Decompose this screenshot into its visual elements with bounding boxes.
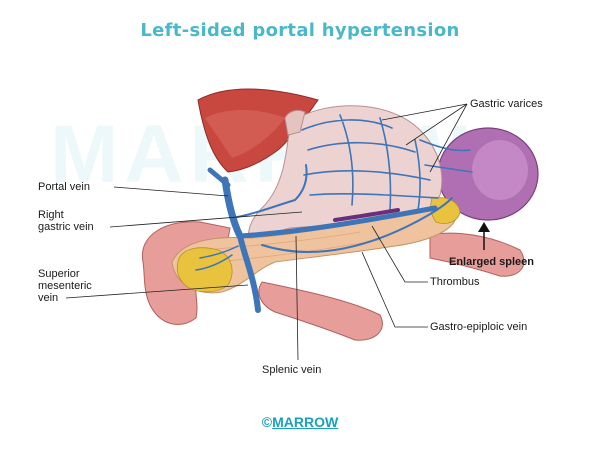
leader-right-gastric-vein bbox=[109, 211, 303, 228]
figure-title: Left-sided portal hypertension bbox=[140, 20, 460, 41]
esophagus bbox=[284, 109, 306, 136]
label-right-gastric-vein-line2: gastric vein bbox=[38, 221, 94, 233]
portal-vein-branch bbox=[207, 167, 231, 188]
sma-branches bbox=[195, 245, 239, 271]
label-gastro-epiploic-vein: Gastro-epiploic vein bbox=[430, 321, 528, 333]
leader-smv bbox=[65, 284, 249, 299]
label-smv-line1: Superior bbox=[38, 268, 80, 280]
label-smv-line2: mesenteric bbox=[38, 280, 92, 292]
liver-shade bbox=[205, 110, 285, 158]
leader-gastric-varices-2 bbox=[405, 103, 468, 146]
label-portal-vein: Portal vein bbox=[38, 181, 90, 193]
superior-mesenteric-vein bbox=[237, 233, 261, 313]
label-gastric-varices: Gastric varices bbox=[470, 98, 543, 110]
gastric-varices bbox=[301, 114, 439, 211]
label-smv-line3: vein bbox=[38, 292, 59, 304]
enlarged-spleen-arrowhead bbox=[478, 222, 490, 232]
splenic-vein bbox=[237, 205, 438, 239]
short-gastric-veins bbox=[419, 139, 473, 173]
leader-portal-vein bbox=[113, 186, 229, 197]
intestine-lower bbox=[258, 281, 383, 341]
thrombus bbox=[333, 208, 400, 222]
copyright-symbol: © bbox=[261, 414, 273, 430]
right-gastric-vein bbox=[231, 164, 308, 219]
label-thrombus: Thrombus bbox=[430, 276, 480, 288]
fat-cluster-left bbox=[176, 247, 233, 293]
leader-gastric-varices-3 bbox=[429, 103, 468, 173]
leader-gastric-varices-1 bbox=[381, 103, 468, 121]
spleen-highlight bbox=[472, 140, 528, 200]
intestine-right bbox=[429, 232, 525, 277]
leader-gastro-epiploic bbox=[361, 251, 428, 328]
label-splenic-vein: Splenic vein bbox=[262, 364, 322, 376]
gastro-epiploic-vein bbox=[261, 197, 453, 254]
label-right-gastric-vein-line1: Right bbox=[38, 209, 64, 221]
copyright-footer: ©MARROW bbox=[0, 414, 600, 430]
pancreas-texture bbox=[204, 231, 381, 263]
leader-splenic-vein bbox=[295, 235, 299, 361]
label-enlarged-spleen: Enlarged spleen bbox=[449, 256, 534, 268]
leader-thrombus bbox=[371, 225, 428, 283]
footer-brand: MARROW bbox=[272, 414, 339, 430]
